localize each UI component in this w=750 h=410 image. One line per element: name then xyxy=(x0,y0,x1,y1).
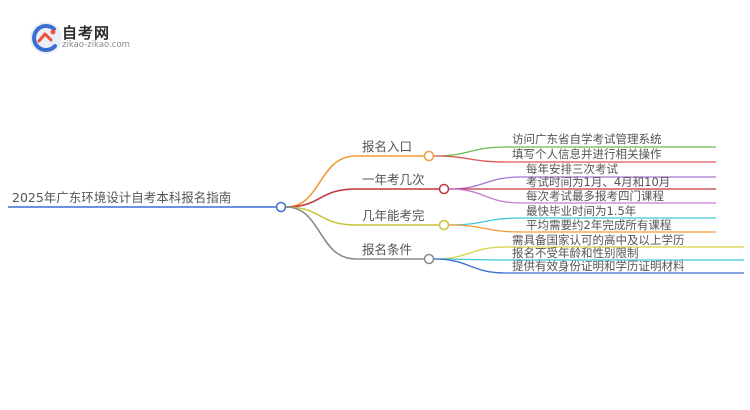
branch-label-1: 一年考几次 xyxy=(362,172,425,187)
site-title: 自考网 xyxy=(62,24,111,42)
branch-label-2: 几年能考完 xyxy=(362,208,425,223)
branch-link-0 xyxy=(285,155,357,208)
leaf-link-1-2 xyxy=(448,188,522,204)
leaf-label-1-1: 考试时间为1月、4月和10月 xyxy=(526,175,670,189)
leaf-label-0-1: 填写个人信息并进行相关操作 xyxy=(512,147,662,161)
leaf-link-2-1 xyxy=(448,224,522,233)
leaf-label-1-2: 每次考试最多报考四门课程 xyxy=(526,189,664,203)
branch-dot-3[interactable] xyxy=(423,253,435,265)
root-node-dot[interactable] xyxy=(275,201,287,213)
logo-icon xyxy=(30,22,62,54)
leaf-link-3-0 xyxy=(433,246,507,260)
leaf-label-1-0: 每年安排三次考试 xyxy=(526,162,618,176)
leaf-label-2-0: 最快毕业时间为1.5年 xyxy=(526,204,636,218)
branch-link-2 xyxy=(285,206,357,226)
leaf-link-2-0 xyxy=(448,217,522,226)
site-logo[interactable] xyxy=(28,16,168,56)
leaf-label-2-1: 平均需要约2年完成所有课程 xyxy=(526,218,672,232)
branch-dot-2[interactable] xyxy=(438,219,450,231)
branch-label-0: 报名入口 xyxy=(362,139,412,154)
branch-dot-1[interactable] xyxy=(438,183,450,195)
leaf-link-0-1 xyxy=(433,155,507,163)
branch-dot-0[interactable] xyxy=(423,150,435,162)
leaf-link-0-0 xyxy=(433,146,507,157)
leaf-link-1-0 xyxy=(448,176,522,190)
leaf-label-3-2: 提供有效身份证明和学历证明材料 xyxy=(512,259,685,273)
branch-label-3: 报名条件 xyxy=(362,242,412,257)
branch-link-1 xyxy=(285,188,357,208)
leaf-label-3-0: 需具备国家认可的高中及以上学历 xyxy=(512,233,685,247)
site-url: zikao-zikao.com xyxy=(62,40,130,50)
leaf-label-0-0: 访问广东省自学考试管理系统 xyxy=(512,132,662,146)
branch-link-3 xyxy=(285,206,357,260)
leaf-label-3-1: 报名不受年龄和性别限制 xyxy=(512,246,639,260)
root-node-label: 2025年广东环境设计自考本科报名指南 xyxy=(12,190,231,205)
leaf-link-3-2 xyxy=(433,258,507,274)
